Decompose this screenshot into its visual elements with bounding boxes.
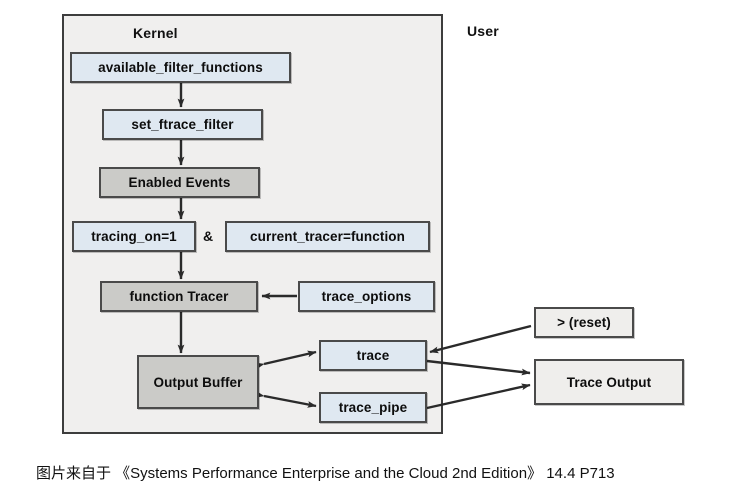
figure-caption: 图片来自于 《Systems Performance Enterprise an… (36, 465, 615, 482)
conjunction-ampersand: & (203, 228, 214, 244)
node-tracing-on[interactable]: tracing_on=1 (72, 221, 196, 252)
node-enabled-events[interactable]: Enabled Events (99, 167, 260, 198)
node-set-ftrace-filter[interactable]: set_ftrace_filter (102, 109, 263, 140)
kernel-label: Kernel (133, 25, 178, 41)
node-trace-options[interactable]: trace_options (298, 281, 435, 312)
node-trace-output[interactable]: Trace Output (534, 359, 684, 405)
node-trace-pipe[interactable]: trace_pipe (319, 392, 427, 423)
node-trace[interactable]: trace (319, 340, 427, 371)
node-available-filter-functions[interactable]: available_filter_functions (70, 52, 291, 83)
node-output-buffer[interactable]: Output Buffer (137, 355, 259, 409)
node-current-tracer[interactable]: current_tracer=function (225, 221, 430, 252)
edge-reset-to-trace (429, 324, 532, 354)
user-label: User (467, 23, 499, 39)
node-reset[interactable]: > (reset) (534, 307, 634, 338)
node-function-tracer[interactable]: function Tracer (100, 281, 258, 312)
